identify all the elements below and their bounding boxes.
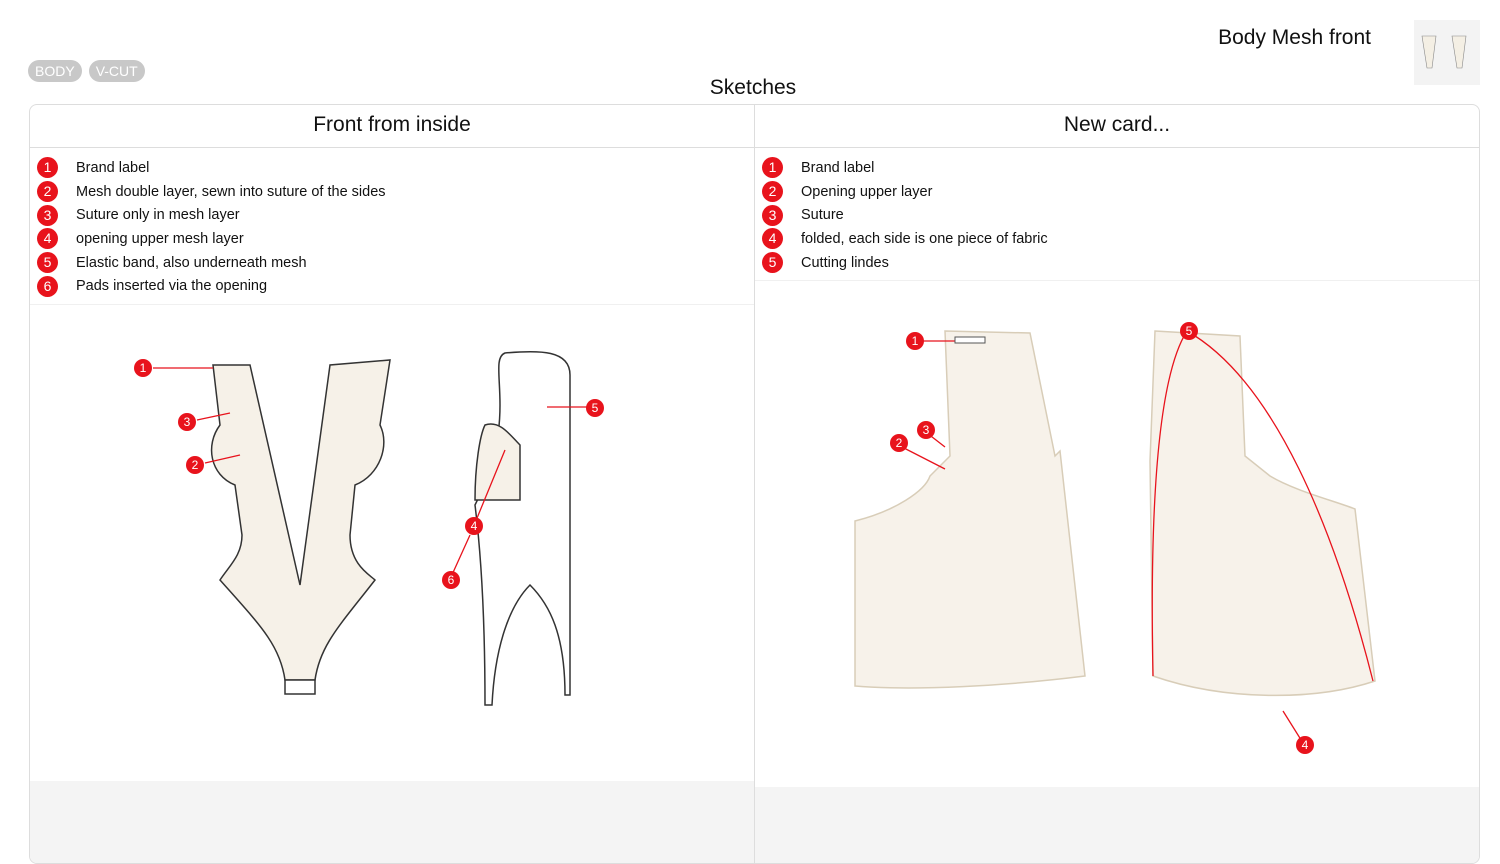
list-item: 2 Opening upper layer xyxy=(762,180,1479,204)
item-text: opening upper mesh layer xyxy=(76,230,244,247)
marker-label: 2 xyxy=(896,436,903,450)
marker-label: 2 xyxy=(192,458,199,472)
marker-label: 4 xyxy=(1302,738,1309,752)
marker-label: 4 xyxy=(471,519,478,533)
number-badge: 1 xyxy=(762,157,783,179)
callout-markers xyxy=(134,359,604,590)
tag-list: BODY V-CUT xyxy=(28,60,145,82)
card-front-from-inside: Front from inside 1 Brand label 2 Mesh dou… xyxy=(30,105,755,863)
number-badge: 5 xyxy=(37,252,58,274)
card-title[interactable]: New card... xyxy=(755,105,1479,148)
marker-label: 3 xyxy=(923,423,930,437)
number-badge: 2 xyxy=(37,181,58,203)
list-item: 3 Suture xyxy=(762,203,1479,227)
card-footer xyxy=(755,787,1479,863)
item-text: folded, each side is one piece of fabric xyxy=(801,230,1048,247)
marker-label: 6 xyxy=(448,573,455,587)
tag-v-cut[interactable]: V-CUT xyxy=(88,60,145,82)
sketch-cards: Front from inside 1 Brand label 2 Mesh dou… xyxy=(29,104,1480,864)
section-heading: Sketches xyxy=(709,76,797,99)
item-text: Pads inserted via the opening xyxy=(76,278,268,295)
number-badge: 3 xyxy=(762,204,783,226)
marker-label: 3 xyxy=(184,415,191,429)
card-title[interactable]: Front from inside xyxy=(30,105,754,148)
list-item: 3 Suture only in mesh layer xyxy=(37,203,754,227)
item-text: Elastic band, also underneath mesh xyxy=(76,254,307,271)
tag-body[interactable]: BODY xyxy=(28,60,82,82)
number-badge: 1 xyxy=(37,157,58,179)
item-text: Brand label xyxy=(76,159,150,176)
number-badge: 5 xyxy=(762,252,783,274)
item-text: Mesh double layer, sewn into suture of t… xyxy=(76,183,386,200)
list-item: 1 Brand label xyxy=(762,156,1479,180)
callout-markers xyxy=(890,322,1314,755)
marker-label: 1 xyxy=(140,361,147,375)
list-item: 6 Pads inserted via the opening xyxy=(37,274,754,298)
number-badge: 3 xyxy=(37,204,58,226)
card-new: New card... 1 Brand label 2 Opening upper … xyxy=(755,105,1479,863)
number-badge: 4 xyxy=(762,228,783,250)
marker-label: 1 xyxy=(912,334,919,348)
list-item: 5 Elastic band, also underneath mesh xyxy=(37,251,754,275)
item-text: Opening upper layer xyxy=(801,183,933,200)
page-title: Body Mesh front xyxy=(1218,26,1371,49)
item-text: Cutting lindes xyxy=(801,254,889,271)
number-badge: 2 xyxy=(762,181,783,203)
marker-label: 5 xyxy=(592,401,599,415)
number-badge: 4 xyxy=(37,228,58,250)
thumbnail-image[interactable] xyxy=(1414,20,1480,85)
list-item: 5 Cutting lindes xyxy=(762,251,1479,275)
item-text: Suture xyxy=(801,207,844,224)
list-item: 4 folded, each side is one piece of fabri… xyxy=(762,227,1479,251)
list-item: 4 opening upper mesh layer xyxy=(37,227,754,251)
legend-list: 1 Brand label 2 Mesh double layer, sewn in… xyxy=(30,148,754,306)
sketch-image[interactable]: 1 3 2 5 4 xyxy=(755,281,1479,788)
list-item: 2 Mesh double layer, sewn into suture of … xyxy=(37,180,754,204)
card-footer xyxy=(30,781,754,863)
item-text: Suture only in mesh layer xyxy=(76,207,240,224)
list-item: 1 Brand label xyxy=(37,156,754,180)
number-badge: 6 xyxy=(37,275,58,297)
legend-list: 1 Brand label 2 Opening upper layer 3 Sutur… xyxy=(755,148,1479,282)
marker-label: 5 xyxy=(1186,324,1193,338)
item-text: Brand label xyxy=(801,159,875,176)
sketch-image[interactable]: 1 3 2 4 6 5 xyxy=(30,305,754,782)
